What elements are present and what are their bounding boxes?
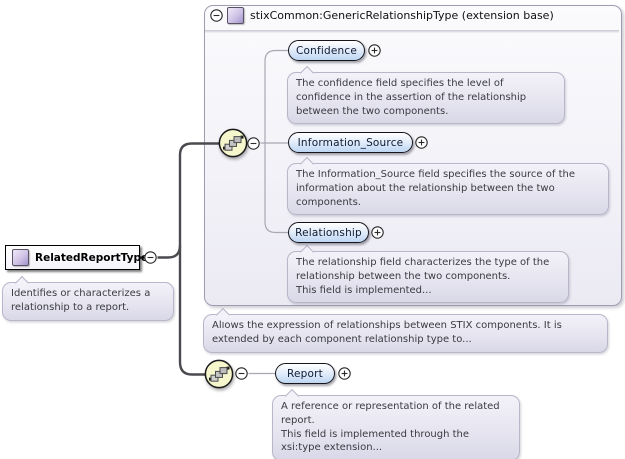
sequence-compositor-icon [204,359,234,389]
minus-icon [247,137,260,150]
collapse-sequence-button[interactable] [247,137,260,150]
plus-icon [371,226,384,239]
element-information-source[interactable]: Information_Source [288,132,413,153]
complex-type-icon [12,249,29,266]
element-confidence[interactable]: Confidence [288,40,365,61]
plus-icon [368,44,381,57]
expand-confidence-button[interactable] [368,44,381,57]
element-label: Relationship [295,226,362,239]
annotation-confidence: The confidence field specifies the level… [287,72,565,125]
element-label: Confidence [295,44,358,57]
element-label: Information_Source [297,136,404,149]
expand-information-source-button[interactable] [415,136,428,149]
element-label: Report [286,367,323,380]
complex-type-icon [227,7,244,24]
annotation-relationship: The relationship field characterizes the… [287,251,569,304]
annotation-information-source: The Information_Source field specifies t… [287,163,609,216]
element-relationship[interactable]: Relationship [288,222,369,243]
element-report[interactable]: Report [275,363,335,384]
collapse-extension-button[interactable] [210,9,223,22]
annotation-report: A reference or representation of the rel… [272,395,520,459]
minus-icon [235,367,248,380]
extension-base-title: stixCommon:GenericRelationshipType (exte… [250,9,554,22]
collapse-root-button[interactable] [144,251,157,264]
root-element-label: RelatedReportType [35,251,149,264]
minus-icon [144,251,157,264]
annotation-root: Identifies or characterizes a relationsh… [2,282,174,321]
expand-relationship-button[interactable] [371,226,384,239]
annotation-extension-base: Allows the expression of relationships b… [203,314,608,353]
sequence-compositor-icon [218,128,248,158]
expand-report-button[interactable] [338,367,351,380]
extension-header-divider [205,30,619,33]
minus-icon [210,9,223,22]
plus-icon [415,136,428,149]
root-element-relatedreporttype[interactable]: RelatedReportType [5,245,148,270]
plus-icon [338,367,351,380]
collapse-report-sequence-button[interactable] [235,367,248,380]
